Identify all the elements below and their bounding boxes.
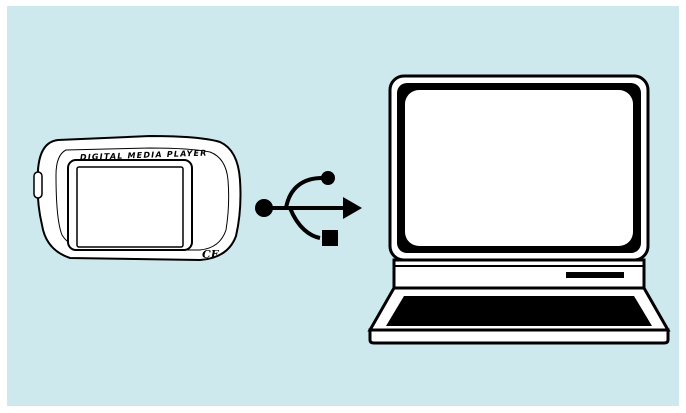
usb-lower-node [322,230,338,246]
usb-lower-branch [290,208,320,238]
usb-arrow-head [343,197,362,219]
laptop-screen [405,90,633,246]
laptop-front-edge [370,330,668,343]
usb-upper-branch [286,178,322,208]
media-player-brand-mark: CF [202,248,220,261]
laptop-indicator-bar [566,272,624,278]
media-player-side-button [34,172,42,198]
laptop-icon [370,76,668,343]
usb-upper-node [321,171,335,185]
laptop-keyboard [386,296,652,326]
media-player-device: DIGITAL MEDIA PLAYER CF [34,136,241,261]
media-player-screen [77,167,183,247]
usb-origin-dot [255,199,273,217]
usb-icon [255,171,362,246]
